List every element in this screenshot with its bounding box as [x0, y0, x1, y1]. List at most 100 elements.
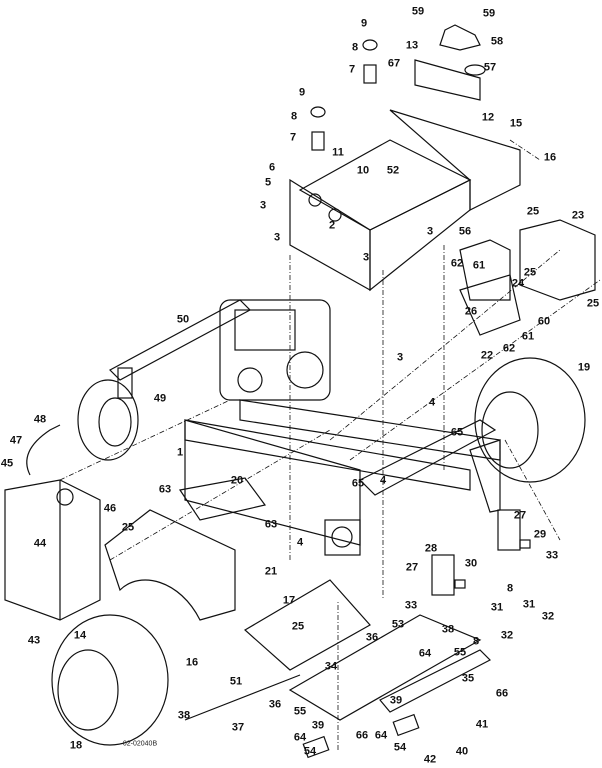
callout-36: 36	[268, 698, 282, 711]
rear-tire-left	[51, 614, 169, 746]
callout-23: 23	[571, 209, 585, 222]
callout-65: 65	[351, 477, 365, 490]
callout-33: 33	[545, 549, 559, 562]
callout-15: 15	[509, 117, 523, 130]
callout-33: 33	[404, 599, 418, 612]
callout-42: 42	[423, 753, 437, 766]
callout-61: 61	[521, 330, 535, 343]
callout-29: 29	[533, 528, 547, 541]
callout-49: 49	[153, 392, 167, 405]
callout-44: 44	[33, 537, 47, 550]
callout-1: 1	[176, 446, 184, 459]
callout-48: 48	[33, 413, 47, 426]
engine	[219, 299, 331, 401]
callout-31: 31	[522, 598, 536, 611]
callout-4: 4	[296, 536, 304, 549]
callout-50: 50	[176, 313, 190, 326]
main-frame	[109, 299, 501, 556]
callout-18: 18	[69, 739, 83, 752]
callout-61: 61	[472, 259, 486, 272]
callout-38: 38	[441, 623, 455, 636]
callout-3: 3	[259, 199, 267, 212]
callout-39: 39	[311, 719, 325, 732]
callout-8: 8	[506, 582, 514, 595]
callout-43: 43	[27, 634, 41, 647]
callout-32: 32	[541, 610, 555, 623]
callout-47: 47	[9, 434, 23, 447]
callout-25: 25	[523, 266, 537, 279]
callout-25: 25	[291, 620, 305, 633]
callout-2: 2	[328, 219, 336, 232]
callout-9: 9	[298, 86, 306, 99]
callout-13: 13	[405, 39, 419, 52]
callout-8: 8	[472, 635, 480, 648]
callout-25: 25	[526, 205, 540, 218]
springs	[310, 39, 378, 151]
callout-46: 46	[103, 502, 117, 515]
callout-11: 11	[332, 146, 344, 159]
callout-66: 66	[355, 729, 369, 742]
callout-38: 38	[177, 709, 191, 722]
callout-64: 64	[293, 731, 307, 744]
callout-54: 54	[303, 745, 317, 758]
callout-63: 63	[158, 483, 172, 496]
callout-27: 27	[513, 509, 527, 522]
callout-51: 51	[229, 675, 243, 688]
callout-8: 8	[290, 110, 298, 123]
callout-6: 6	[268, 161, 276, 174]
callout-30: 30	[464, 557, 478, 570]
callout-8: 8	[351, 41, 359, 54]
callout-41: 41	[475, 718, 489, 731]
callout-20: 20	[230, 474, 244, 487]
front-caster-wheel	[77, 367, 139, 461]
callout-26: 26	[464, 305, 478, 318]
callout-10: 10	[356, 164, 370, 177]
callout-4: 4	[379, 474, 387, 487]
callout-14: 14	[73, 629, 87, 642]
callout-62: 62	[450, 257, 464, 270]
callout-66: 66	[495, 687, 509, 700]
callout-58: 58	[490, 35, 504, 48]
callout-28: 28	[424, 542, 438, 555]
floor-pan	[184, 579, 492, 759]
callout-27: 27	[405, 561, 419, 574]
brackets	[431, 509, 531, 596]
callout-7: 7	[289, 131, 297, 144]
callout-55: 55	[293, 705, 307, 718]
callout-16: 16	[185, 656, 199, 669]
fuel-tank	[4, 424, 101, 621]
callout-34: 34	[324, 660, 338, 673]
callout-17: 17	[282, 594, 296, 607]
diagram-code: 02-02040B	[122, 740, 158, 748]
callout-9: 9	[360, 17, 368, 30]
callout-31: 31	[490, 601, 504, 614]
callout-5: 5	[264, 176, 272, 189]
callout-67: 67	[387, 57, 401, 70]
callout-63: 63	[264, 518, 278, 531]
callout-60: 60	[537, 315, 551, 328]
callout-52: 52	[386, 164, 400, 177]
callout-59: 59	[482, 7, 496, 20]
callout-59: 59	[411, 5, 425, 18]
callout-3: 3	[362, 251, 370, 264]
callout-4: 4	[428, 396, 436, 409]
callout-12: 12	[481, 111, 495, 124]
console-frame	[289, 24, 521, 292]
callout-36: 36	[365, 631, 379, 644]
callout-22: 22	[480, 349, 494, 362]
callout-53: 53	[391, 618, 405, 631]
callout-55: 55	[453, 646, 467, 659]
callout-40: 40	[455, 745, 469, 758]
callout-62: 62	[502, 342, 516, 355]
callout-3: 3	[396, 351, 404, 364]
callout-16: 16	[543, 151, 557, 164]
callout-37: 37	[231, 721, 245, 734]
callout-19: 19	[577, 361, 591, 374]
callout-65: 65	[450, 426, 464, 439]
callout-45: 45	[0, 457, 14, 470]
callout-64: 64	[374, 729, 388, 742]
callout-35: 35	[461, 672, 475, 685]
battery-box	[459, 219, 596, 336]
callout-56: 56	[458, 225, 472, 238]
